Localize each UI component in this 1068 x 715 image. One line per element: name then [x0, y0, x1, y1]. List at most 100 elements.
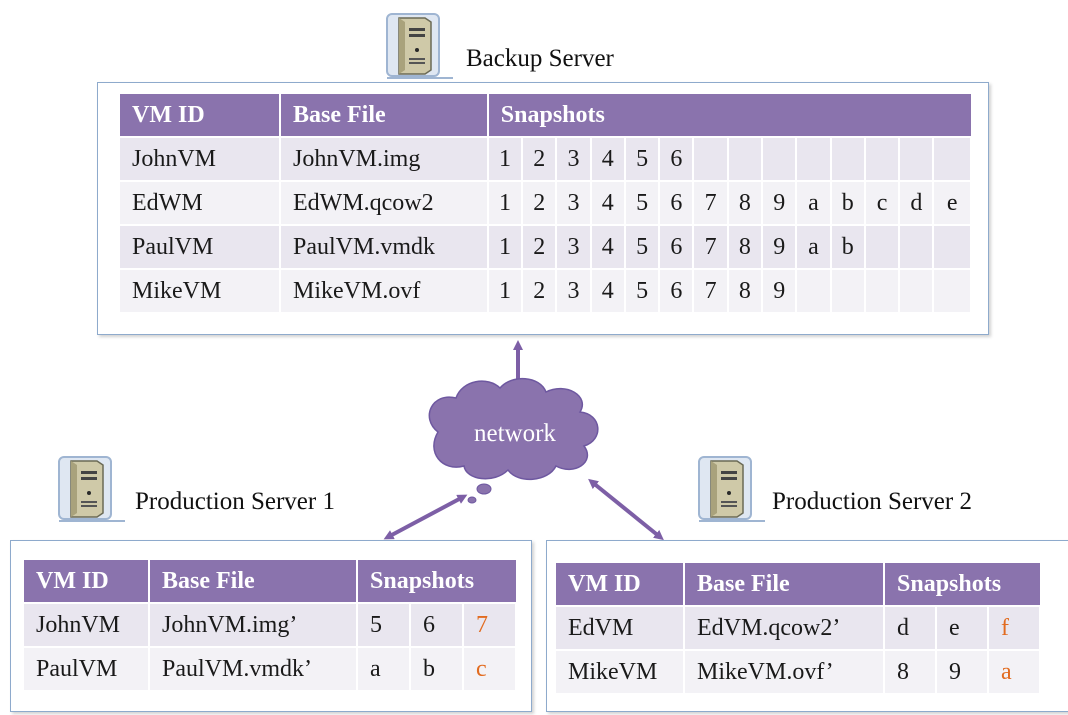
- backup-server-icon: [386, 13, 453, 79]
- snapshot-cell: 2: [522, 136, 558, 181]
- production-server-2-label: Production Server 2: [772, 488, 972, 515]
- snapshot-cell: [933, 136, 972, 181]
- snapshot-cell: [899, 136, 935, 181]
- table-row: PaulVM PaulVM.vmdk 1 2 3 4 5 6 7 8 9 a b: [120, 224, 972, 269]
- snapshot-cell: 4: [590, 180, 626, 225]
- snapshot-cell: [899, 224, 935, 269]
- snapshot-cell: [933, 268, 972, 312]
- snapshot-cell: 5: [357, 602, 411, 647]
- snapshot-cell: e: [933, 180, 972, 225]
- table-row: JohnVM JohnVM.img’ 5 6 7: [24, 602, 518, 647]
- snapshot-cell: 3: [556, 224, 592, 269]
- snapshot-cell: 4: [590, 136, 626, 181]
- snapshot-cell: 3: [556, 268, 592, 312]
- snapshot-cell: 1: [487, 268, 524, 312]
- col-header-snapshots: Snapshots: [357, 560, 517, 603]
- snapshot-cell: 5: [624, 136, 661, 181]
- snapshot-cell: 4: [590, 268, 626, 312]
- vm-id-cell: EdWM: [120, 180, 281, 225]
- snapshot-cell: 1: [487, 224, 524, 269]
- snapshot-cell: 8: [884, 649, 937, 693]
- production-1-snapshot-table: VM ID Base File Snapshots JohnVM JohnVM.…: [24, 560, 518, 690]
- col-header-base-file: Base File: [149, 560, 358, 603]
- snapshot-cell: 3: [556, 180, 592, 225]
- snapshot-cell: [933, 224, 972, 269]
- col-header-vm-id: VM ID: [24, 560, 150, 603]
- col-header-base-file: Base File: [684, 563, 885, 606]
- production-2-snapshot-table: VM ID Base File Snapshots EdVM EdVM.qcow…: [556, 563, 1042, 693]
- col-header-base-file: Base File: [280, 94, 489, 137]
- snapshot-cell: 7: [693, 224, 729, 269]
- snapshot-cell: 8: [727, 268, 764, 312]
- vm-id-cell: JohnVM: [24, 602, 150, 647]
- snapshot-cell: 9: [762, 268, 798, 312]
- snapshot-cell: 7: [693, 180, 729, 225]
- snapshot-cell: a: [796, 224, 832, 269]
- snapshot-cell: [864, 224, 901, 269]
- snapshot-cell: 5: [624, 180, 661, 225]
- snapshot-cell: [830, 136, 866, 181]
- table-row: MikeVM MikeVM.ovf’ 8 9 a: [556, 649, 1042, 693]
- snapshot-cell: b: [410, 646, 464, 690]
- base-file-cell: JohnVM.img’: [149, 602, 358, 647]
- snapshot-cell: a: [796, 180, 832, 225]
- backup-snapshot-table: VM ID Base File Snapshots JohnVM JohnVM.…: [120, 94, 972, 312]
- base-file-cell: PaulVM.vmdk: [280, 224, 489, 269]
- vm-id-cell: EdVM: [556, 605, 685, 650]
- snapshot-cell: [727, 136, 764, 181]
- base-file-cell: EdVM.qcow2’: [684, 605, 885, 650]
- col-header-snapshots: Snapshots: [884, 563, 1041, 606]
- snapshot-cell: b: [830, 180, 866, 225]
- snapshot-cell: 2: [522, 268, 558, 312]
- snapshot-cell: 2: [522, 224, 558, 269]
- snapshot-cell: 6: [659, 136, 695, 181]
- new-snapshot-cell: 7: [463, 602, 518, 647]
- cloud-icon: [428, 378, 599, 504]
- snapshot-cell: 9: [762, 224, 798, 269]
- snapshot-cell: 8: [727, 180, 764, 225]
- snapshot-cell: 1: [487, 136, 524, 181]
- col-header-vm-id: VM ID: [556, 563, 685, 606]
- snapshot-cell: a: [357, 646, 411, 690]
- col-header-snapshots: Snapshots: [487, 94, 971, 137]
- new-snapshot-cell: c: [463, 646, 518, 690]
- snapshot-cell: 7: [693, 268, 729, 312]
- snapshot-cell: 6: [659, 224, 695, 269]
- production-server-2-icon: [698, 456, 765, 522]
- vm-id-cell: PaulVM: [24, 646, 150, 690]
- snapshot-cell: 1: [487, 180, 524, 225]
- table-row: JohnVM JohnVM.img 1 2 3 4 5 6: [120, 136, 972, 181]
- base-file-cell: JohnVM.img: [280, 136, 489, 181]
- snapshot-cell: 9: [936, 649, 989, 693]
- production-server-1-icon: [58, 456, 125, 522]
- snapshot-cell: 8: [727, 224, 764, 269]
- table-row: MikeVM MikeVM.ovf 1 2 3 4 5 6 7 8 9: [120, 268, 972, 312]
- snapshot-cell: 4: [590, 224, 626, 269]
- snapshot-cell: [762, 136, 798, 181]
- vm-id-cell: PaulVM: [120, 224, 281, 269]
- snapshot-cell: 3: [556, 136, 592, 181]
- snapshot-cell: c: [864, 180, 901, 225]
- snapshot-cell: 6: [659, 180, 695, 225]
- vm-id-cell: MikeVM: [120, 268, 281, 312]
- snapshot-cell: 9: [762, 180, 798, 225]
- new-snapshot-cell: f: [988, 605, 1042, 650]
- new-snapshot-cell: a: [988, 649, 1042, 693]
- base-file-cell: MikeVM.ovf’: [684, 649, 885, 693]
- table-row: EdVM EdVM.qcow2’ d e f: [556, 605, 1042, 650]
- snapshot-cell: [796, 136, 832, 181]
- base-file-cell: MikeVM.ovf: [280, 268, 489, 312]
- snapshot-cell: e: [936, 605, 989, 650]
- double-arrow-icon: [588, 478, 664, 541]
- snapshot-cell: 5: [624, 224, 661, 269]
- base-file-cell: PaulVM.vmdk’: [149, 646, 358, 690]
- network-label: network: [474, 420, 556, 447]
- snapshot-cell: 2: [522, 180, 558, 225]
- production-server-1-label: Production Server 1: [135, 488, 335, 515]
- table-row: EdWM EdWM.qcow2 1 2 3 4 5 6 7 8 9 a b c …: [120, 180, 972, 225]
- snapshot-cell: 6: [410, 602, 464, 647]
- backup-server-label: Backup Server: [466, 45, 614, 72]
- base-file-cell: EdWM.qcow2: [280, 180, 489, 225]
- double-arrow-icon: [383, 494, 468, 540]
- col-header-vm-id: VM ID: [120, 94, 281, 137]
